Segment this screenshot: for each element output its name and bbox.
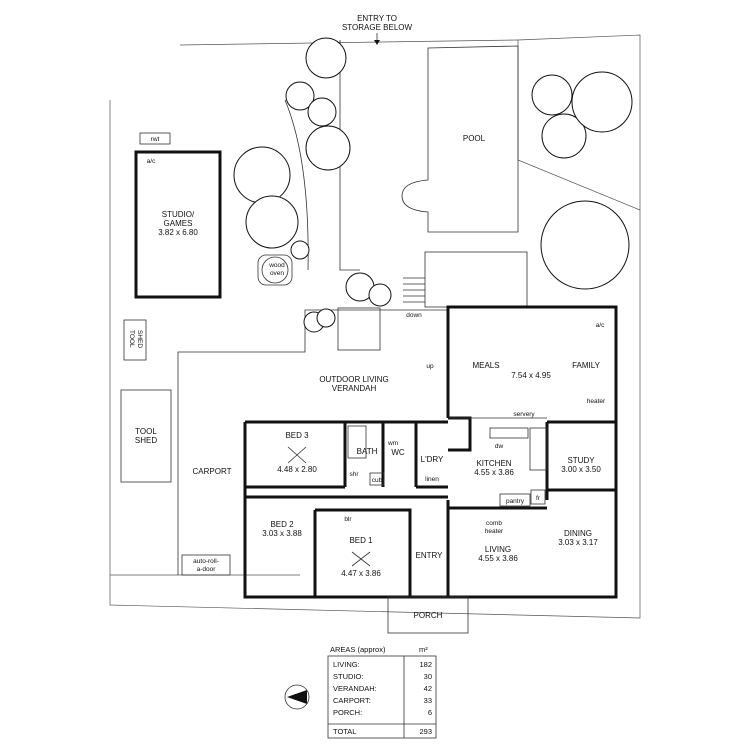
- bed1-label: BED 1: [349, 536, 373, 545]
- bed3-dimension: 4.48 x 2.80: [277, 465, 317, 474]
- entry-storage-label-2: STORAGE BELOW: [342, 23, 413, 32]
- up-label: up: [426, 363, 434, 370]
- area-row-value: 33: [424, 696, 432, 705]
- north-boundary: [179, 39, 519, 46]
- dining-label: DINING: [564, 529, 592, 538]
- north-arrow-icon: N: [284, 684, 310, 710]
- studio-dimension: 3.82 x 6.80: [158, 228, 198, 237]
- servery-label: servery: [513, 411, 535, 418]
- bedroom-robe-label: blr: [344, 516, 352, 523]
- pool-label: POOL: [463, 134, 486, 143]
- rwt-label: rwt: [151, 136, 160, 143]
- laundry-label: L'DRY: [421, 455, 444, 464]
- bed3-label: BED 3: [285, 431, 309, 440]
- outdoor-living-label: OUTDOOR LIVING: [319, 375, 388, 384]
- auto-door-label: auto-roll-: [193, 558, 219, 565]
- pantry-label: pantry: [506, 498, 525, 505]
- area-row-name: VERANDAH:: [333, 684, 377, 693]
- auto-door-label-2: a-door: [197, 566, 217, 573]
- studio-ac-label: a/c: [147, 158, 156, 165]
- area-row-value: 42: [424, 684, 432, 693]
- meals-dimension: 7.54 x 4.95: [511, 371, 551, 380]
- bath-label: BATH: [357, 447, 378, 456]
- areas-total-label: TOTAL: [333, 727, 356, 736]
- trees: [233, 37, 633, 333]
- wood-oven-label-2: oven: [270, 270, 284, 277]
- areas-total-value: 293: [419, 727, 432, 736]
- study-label: STUDY: [567, 456, 595, 465]
- living-dimension: 4.55 x 3.86: [478, 554, 518, 563]
- bed2-dimension: 3.03 x 3.88: [262, 529, 302, 538]
- wood-oven-label: wood: [268, 262, 285, 269]
- area-row-name: STUDIO:: [333, 672, 363, 681]
- area-row-value: 30: [424, 672, 432, 681]
- entry-label: ENTRY: [416, 551, 444, 560]
- areas-unit: m²: [419, 645, 428, 654]
- area-row-value: 6: [428, 708, 432, 717]
- studio-label: STUDIO/: [162, 210, 195, 219]
- north-label: N: [294, 693, 300, 702]
- dishwasher-label: dw: [495, 443, 504, 450]
- verandah-label: VERANDAH: [332, 384, 377, 393]
- studio-label-2: GAMES: [164, 219, 193, 228]
- tool-shed-label-2: SHED: [135, 436, 157, 445]
- tool-shed-label: TOOL: [135, 427, 157, 436]
- studio-room: [134, 150, 222, 299]
- entry-storage-label: ENTRY TO: [357, 14, 397, 23]
- fridge-label: fr: [536, 495, 541, 502]
- area-row-name: LIVING:: [333, 660, 360, 669]
- study-dimension: 3.00 x 3.50: [561, 465, 601, 474]
- area-row-value: 182: [419, 660, 432, 669]
- pool: [401, 45, 519, 233]
- cupboard-label: cub: [372, 477, 383, 484]
- carport-label: CARPORT: [193, 467, 232, 476]
- kitchen-label: KITCHEN: [476, 459, 511, 468]
- area-row-name: CARPORT:: [333, 696, 371, 705]
- small-tool-shed-label-2: SHED: [136, 330, 143, 348]
- wc-label: WC: [391, 448, 405, 457]
- washing-machine-label: wm: [387, 440, 398, 447]
- down-label: down: [406, 312, 422, 319]
- meals-ac-label: a/c: [596, 322, 605, 329]
- areas-title: AREAS (approx): [330, 645, 386, 654]
- small-tool-shed-label: TOOL: [128, 330, 135, 348]
- dining-dimension: 3.03 x 3.17: [558, 538, 598, 547]
- kitchen-dimension: 4.55 x 3.86: [474, 468, 514, 477]
- bed1-dimension: 4.47 x 3.86: [341, 569, 381, 578]
- bed2-label: BED 2: [270, 520, 294, 529]
- heater-label: heater: [587, 398, 606, 405]
- living-label: LIVING: [485, 545, 511, 554]
- porch-label: PORCH: [414, 611, 443, 620]
- house-walls: [446, 305, 618, 599]
- linen-label: linen: [425, 476, 439, 483]
- family-label: FAMILY: [572, 361, 601, 370]
- comb-heater-label-2: heater: [485, 528, 504, 535]
- comb-heater-label: comb: [486, 520, 502, 527]
- meals-label: MEALS: [472, 361, 499, 370]
- area-row-name: PORCH:: [333, 708, 362, 717]
- shower-label: shr: [349, 471, 359, 478]
